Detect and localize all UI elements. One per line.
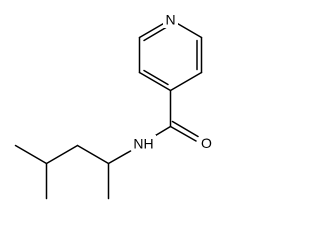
bond-ch2-ch — [45, 144, 79, 165]
bond-n-ch — [107, 150, 132, 165]
ring-bond-c4-c5-inner — [143, 69, 169, 86]
ring-bond-c6-n-inner — [143, 26, 167, 42]
label-backdrop-o — [199, 134, 214, 151]
pyridine-ring — [138, 18, 203, 92]
atom-label-nitrogen: N — [165, 12, 175, 28]
ring-bond-c4-c5 — [138, 71, 172, 92]
atom-label-amide-nh: NH — [133, 136, 153, 152]
bond-carbonyl-o-double — [171, 120, 199, 138]
amide-group — [107, 89, 199, 165]
alkyl-chain — [14, 144, 110, 200]
bond-carbonyl-o — [169, 125, 197, 142]
bond-carbonyl-n — [154, 125, 172, 137]
chemical-structure-diagram: N O NH — [14, 11, 214, 200]
atom-label-oxygen: O — [201, 135, 212, 151]
bond-ch-methyl-a — [14, 144, 48, 165]
label-backdrop-nh — [132, 135, 156, 152]
ring-bond-c3-c4 — [169, 71, 203, 92]
label-backdrop-n — [163, 11, 178, 28]
bond-ch-ch2 — [76, 144, 110, 165]
